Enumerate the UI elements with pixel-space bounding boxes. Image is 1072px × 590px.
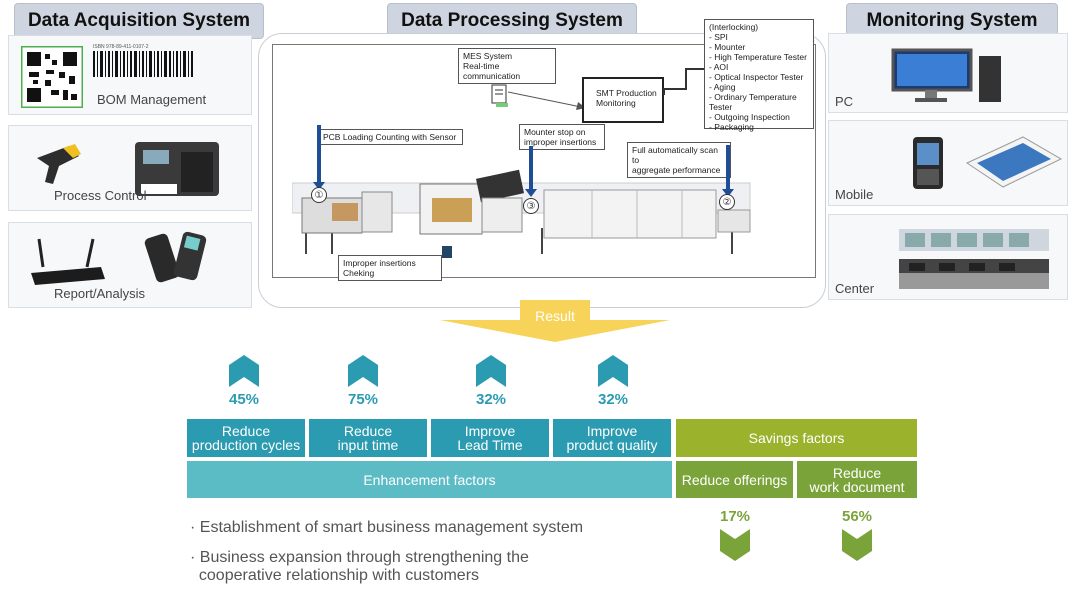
qr-code-icon: [21, 46, 83, 108]
mes-system-note: MES System Real-time communication: [458, 48, 556, 84]
mounter-stop-note: Mounter stop on improper insertions: [519, 124, 605, 150]
enhancement-3-pct: 32%: [475, 391, 507, 408]
report-analysis-card: Report/Analysis: [8, 222, 252, 308]
result-arrow: [440, 300, 670, 342]
data-acquisition-header: Data Acquisition System: [14, 3, 264, 39]
interlocking-list: (Interlocking) - SPI - Mounter - High Te…: [704, 19, 814, 132]
bom-management-card: ISBN 978-89-411-0107-2 BOM Management: [8, 35, 252, 115]
savings-2-box: Reduce work document: [797, 461, 917, 498]
barcode-scanner-icon: [37, 144, 81, 184]
improper-insertions-note: Improper insertions Cheking: [338, 255, 442, 281]
smt-monitor: [582, 77, 664, 123]
enhancement-2-up-icon: [348, 355, 378, 387]
bom-management-label: BOM Management: [97, 92, 207, 107]
enhancement-1-box: Reduce production cycles: [187, 419, 305, 457]
mobile-terminal-icon: [144, 231, 207, 283]
smt-production-line-icon: [292, 169, 751, 258]
document-icon: [491, 84, 508, 107]
savings-factors-bar: Savings factors: [676, 419, 917, 457]
mounter-arrow: [525, 146, 537, 197]
tablet-icon: [965, 136, 1063, 188]
process-control-card: Process Control: [8, 125, 252, 211]
savings-1-pct: 17%: [719, 508, 751, 525]
bullet-2: · Business expansion through strengtheni…: [190, 549, 529, 584]
router-icon: [31, 238, 105, 285]
enhancement-factors-bar: Enhancement factors: [187, 461, 672, 498]
enhancement-4-box: Improve product quality: [553, 419, 671, 457]
enhancement-3-box: Improve Lead Time: [431, 419, 549, 457]
savings-2-down-icon: [842, 529, 872, 561]
report-analysis-label: Report/Analysis: [54, 286, 146, 301]
enhancement-4-up-icon: [598, 355, 628, 387]
barcode-caption: ISBN 978-89-411-0107-2: [93, 44, 149, 50]
pcb-loading-note: PCB Loading Counting with Sensor: [318, 129, 463, 145]
interlock-connector: [663, 68, 704, 95]
mobile-card: Mobile: [828, 120, 1068, 206]
desktop-pc-icon: [891, 48, 1001, 102]
mobile-label: Mobile: [835, 187, 874, 202]
step-3-marker: ③: [523, 198, 539, 214]
savings-2-pct: 56%: [841, 508, 873, 525]
label-printer-icon: [135, 142, 219, 196]
step-1-marker: ①: [311, 187, 327, 203]
smt-monitoring-label: SMT Production Monitoring: [596, 88, 657, 108]
process-control-label: Process Control: [54, 188, 147, 203]
enhancement-1-pct: 45%: [228, 391, 260, 408]
pc-label: PC: [835, 94, 854, 109]
enhancement-3-up-icon: [476, 355, 506, 387]
enhancement-1-up-icon: [229, 355, 259, 387]
enhancement-2-pct: 75%: [347, 391, 379, 408]
step-2-marker: ②: [719, 194, 735, 210]
center-label: Center: [835, 281, 875, 296]
full-scan-note: Full automatically scan to aggregate per…: [627, 142, 731, 178]
scan-arrow: [722, 145, 734, 197]
control-center-icon: [899, 229, 1049, 289]
enhancement-2-box: Reduce input time: [309, 419, 427, 457]
bullet-1: · Establishment of smart business manage…: [190, 519, 584, 536]
pc-card: PC: [828, 33, 1068, 113]
center-card: Center: [828, 214, 1068, 300]
savings-1-box: Reduce offerings: [676, 461, 793, 498]
enhancement-4-pct: 32%: [597, 391, 629, 408]
pcb-arrow: [313, 125, 325, 190]
barcode-icon: [93, 51, 193, 77]
savings-1-down-icon: [720, 529, 750, 561]
smartphone-icon: [913, 137, 943, 189]
result-label: Result: [535, 308, 575, 324]
